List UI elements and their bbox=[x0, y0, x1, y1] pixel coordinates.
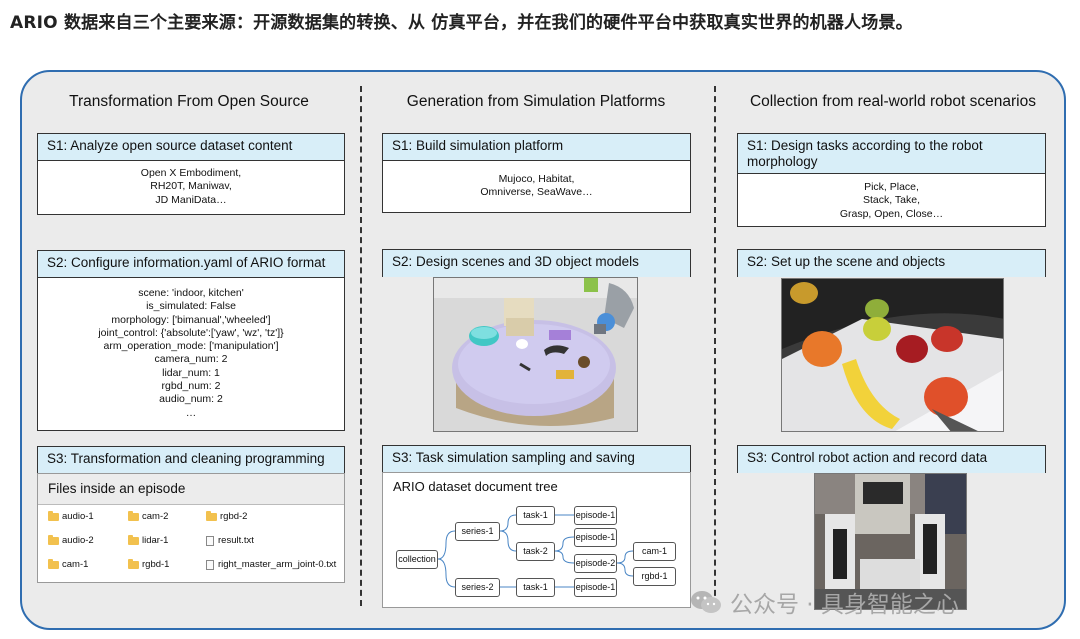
page-title: ARIO 数据来自三个主要来源：开源数据集的转换、从 仿真平台，并在我们的硬件平… bbox=[10, 13, 913, 33]
open-source-step-3: S3: Transformation and cleaning programm… bbox=[37, 446, 345, 474]
tree-node-series[interactable]: series-2 bbox=[455, 578, 500, 597]
detail-line: Open X Embodiment, bbox=[140, 167, 242, 179]
yaml-config: scene: 'indoor, kitchen' is_simulated: F… bbox=[38, 278, 344, 420]
step-label: S3: Task simulation sampling and saving bbox=[383, 446, 690, 473]
files-panel-title: Files inside an episode bbox=[38, 474, 344, 505]
real-world-step-1: S1: Design tasks according to the robot … bbox=[737, 133, 1046, 227]
detail-line: RH20T, Maniwav, bbox=[150, 180, 232, 193]
file-entry[interactable]: result.txt bbox=[206, 535, 254, 546]
document-icon bbox=[206, 535, 214, 546]
yaml-line: … bbox=[185, 406, 197, 419]
detail-line: Stack, Take, bbox=[862, 194, 920, 207]
folder-icon bbox=[128, 510, 139, 521]
step-details: Mujoco, Habitat, Omniverse, SeaWave… bbox=[383, 161, 690, 200]
folder-icon bbox=[48, 534, 59, 545]
column-divider-1 bbox=[360, 86, 362, 606]
watermark: 公众号 · 具身智能之心 bbox=[690, 585, 959, 619]
real-fruit-scene-photo bbox=[781, 278, 1004, 432]
open-source-step-2: S2: Configure information.yaml of ARIO f… bbox=[37, 250, 345, 431]
detail-line: Omniverse, SeaWave… bbox=[480, 186, 593, 199]
file-entry[interactable]: rgbd-2 bbox=[206, 510, 247, 522]
yaml-line: lidar_num: 1 bbox=[162, 366, 220, 379]
step-label: S1: Design tasks according to the robot … bbox=[738, 134, 1045, 174]
robot-teleoperation-photo bbox=[814, 473, 967, 610]
file-entry[interactable]: audio-1 bbox=[48, 510, 94, 522]
tree-node-episode[interactable]: episode-1 bbox=[574, 506, 617, 525]
tree-node-task[interactable]: task-1 bbox=[516, 578, 555, 597]
file-entry[interactable]: lidar-1 bbox=[128, 534, 168, 546]
simulation-step-2: S2: Design scenes and 3D object models bbox=[382, 249, 691, 277]
detail-line: Mujoco, Habitat, bbox=[498, 173, 575, 185]
step-details: Pick, Place, Stack, Take, Grasp, Open, C… bbox=[738, 174, 1045, 221]
column-title-real-world: Collection from real-world robot scenari… bbox=[749, 93, 1036, 110]
column-divider-2 bbox=[714, 86, 716, 606]
yaml-line: scene: 'indoor, kitchen' bbox=[138, 287, 244, 299]
watermark-text: 公众号 · 具身智能之心 bbox=[730, 592, 959, 618]
column-title-open-source: Transformation From Open Source bbox=[69, 93, 309, 110]
tree-node-task[interactable]: task-1 bbox=[516, 506, 555, 525]
folder-icon bbox=[48, 510, 59, 521]
detail-line: JD ManiData… bbox=[155, 193, 227, 206]
file-entry[interactable]: audio-2 bbox=[48, 534, 94, 546]
yaml-line: is_simulated: False bbox=[146, 300, 236, 313]
tree-node-file[interactable]: rgbd-1 bbox=[633, 567, 676, 586]
episode-files-panel: Files inside an episode audio-1 cam-2 rg… bbox=[37, 473, 345, 583]
document-tree-panel: ARIO dataset document tree collection se… bbox=[382, 472, 691, 608]
wechat-icon bbox=[691, 591, 721, 613]
detail-line: Pick, Place, bbox=[864, 181, 919, 193]
real-world-step-3: S3: Control robot action and record data bbox=[737, 445, 1046, 473]
file-entry[interactable]: rgbd-1 bbox=[128, 558, 169, 570]
file-entry[interactable]: right_master_arm_joint-0.txt bbox=[206, 559, 336, 570]
simulation-step-3: S3: Task simulation sampling and saving bbox=[382, 445, 691, 473]
step-label: S3: Control robot action and record data bbox=[738, 446, 1045, 473]
tree-node-series[interactable]: series-1 bbox=[455, 522, 500, 541]
tree-node-episode[interactable]: episode-1 bbox=[574, 578, 617, 597]
folder-icon bbox=[48, 558, 59, 569]
step-label: S1: Analyze open source dataset content bbox=[38, 134, 344, 161]
yaml-line: camera_num: 2 bbox=[154, 353, 228, 366]
column-title-simulation: Generation from Simulation Platforms bbox=[406, 93, 666, 110]
step-label: S2: Set up the scene and objects bbox=[738, 250, 1045, 277]
document-icon bbox=[206, 559, 214, 570]
tree-node-file[interactable]: cam-1 bbox=[633, 542, 676, 561]
folder-icon bbox=[128, 558, 139, 569]
detail-line: Grasp, Open, Close… bbox=[839, 207, 944, 220]
real-world-step-2: S2: Set up the scene and objects bbox=[737, 249, 1046, 277]
yaml-line: joint_control: {'absolute':['yaw', 'wz',… bbox=[98, 326, 284, 339]
file-entry[interactable]: cam-2 bbox=[128, 510, 168, 522]
step-label: S1: Build simulation platform bbox=[383, 134, 690, 161]
folder-icon bbox=[128, 534, 139, 545]
tree-title: ARIO dataset document tree bbox=[393, 479, 558, 494]
yaml-line: audio_num: 2 bbox=[159, 393, 223, 406]
tree-node-episode[interactable]: episode-2 bbox=[574, 554, 617, 573]
folder-icon bbox=[206, 510, 217, 521]
file-entry[interactable]: cam-1 bbox=[48, 558, 88, 570]
step-label: S3: Transformation and cleaning programm… bbox=[38, 447, 344, 474]
tree-connectors bbox=[437, 514, 634, 588]
step-details: Open X Embodiment, RH20T, Maniwav, JD Ma… bbox=[38, 161, 344, 207]
simulation-scene-render bbox=[433, 277, 638, 432]
simulation-step-1: S1: Build simulation platform Mujoco, Ha… bbox=[382, 133, 691, 213]
yaml-line: morphology: ['bimanual','wheeled'] bbox=[111, 313, 271, 326]
open-source-step-1: S1: Analyze open source dataset content … bbox=[37, 133, 345, 215]
step-label: S2: Design scenes and 3D object models bbox=[383, 250, 690, 277]
tree-node-collection[interactable]: collection bbox=[396, 550, 438, 569]
yaml-line: rgbd_num: 2 bbox=[161, 380, 221, 393]
tree-node-task[interactable]: task-2 bbox=[516, 542, 555, 561]
yaml-line: arm_operation_mode: ['manipulation'] bbox=[103, 340, 279, 353]
tree-node-episode[interactable]: episode-1 bbox=[574, 528, 617, 547]
step-label: S2: Configure information.yaml of ARIO f… bbox=[38, 251, 344, 278]
